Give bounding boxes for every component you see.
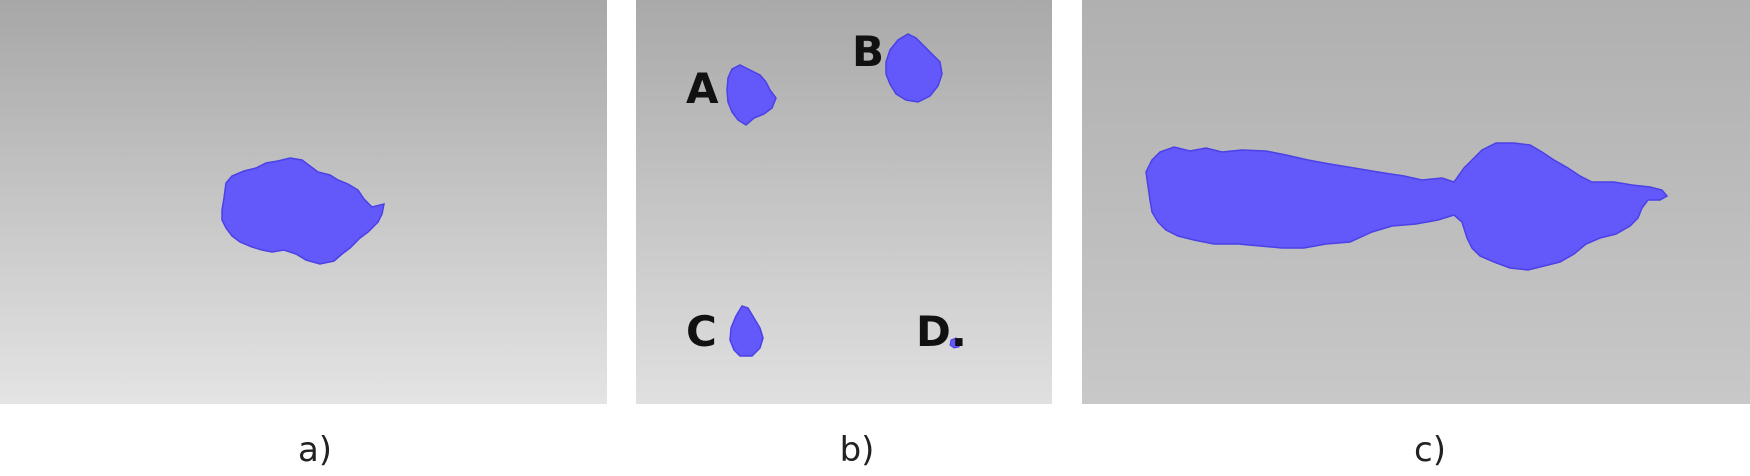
- blob-b-a: [726, 64, 777, 126]
- marker-label-b: B: [852, 27, 884, 76]
- panel-b-background: [636, 0, 1052, 404]
- panel-a-image: [0, 0, 607, 404]
- caption-a: a): [297, 430, 333, 470]
- blob-c: [1145, 142, 1669, 271]
- blob-b-d: [949, 337, 961, 349]
- blob-b-c: [729, 305, 764, 357]
- caption-c: c): [1414, 430, 1446, 470]
- marker-label-d: D.: [916, 307, 967, 356]
- panel-a-svg: [0, 0, 607, 404]
- marker-label-a: A: [686, 64, 719, 113]
- panel-b-svg: A B C D.: [636, 0, 1052, 404]
- panel-c-svg: [1082, 0, 1750, 404]
- blob-a: [221, 157, 385, 265]
- marker-label-c: C: [686, 307, 717, 356]
- panel-b-image: A B C D.: [636, 0, 1052, 404]
- panel-c-image: [1082, 0, 1750, 404]
- caption-b: b): [839, 430, 875, 470]
- blob-b-b: [885, 33, 943, 103]
